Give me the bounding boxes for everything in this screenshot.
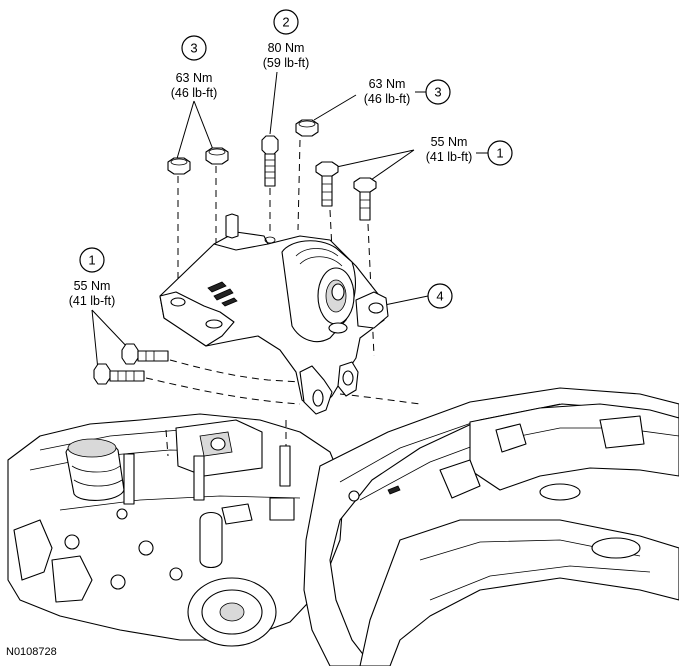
torque-nm-label: 63 Nm bbox=[176, 71, 213, 85]
callout-2: 2 80 Nm (59 lb-ft) bbox=[263, 9, 310, 135]
engine-block bbox=[7, 413, 345, 647]
figure-id-label: N0108728 bbox=[6, 646, 57, 658]
torque-nm-label: 55 Nm bbox=[74, 279, 111, 293]
callout-1-right: 1 55 Nm (41 lb-ft) bbox=[331, 135, 513, 183]
hex-nut-left-a bbox=[167, 157, 191, 296]
callout-number: 2 bbox=[282, 15, 289, 30]
callout-4: 4 bbox=[379, 283, 453, 309]
bolt-axis-line bbox=[145, 377, 301, 405]
torque-lbft-label: (41 lb-ft) bbox=[426, 150, 473, 164]
torque-nm-label: 80 Nm bbox=[268, 41, 305, 55]
callout-number: 3 bbox=[434, 85, 441, 100]
callout-number: 1 bbox=[496, 146, 503, 161]
callout-3-right: 3 63 Nm (46 lb-ft) bbox=[313, 77, 451, 121]
bolt-left-horizontal-b bbox=[121, 343, 169, 365]
callout-number: 1 bbox=[88, 253, 95, 268]
torque-lbft-label: (46 lb-ft) bbox=[364, 92, 411, 106]
stud-bolt-2 bbox=[261, 135, 279, 236]
torque-lbft-label: (46 lb-ft) bbox=[171, 86, 218, 100]
engine-mount-bracket bbox=[159, 213, 389, 415]
bolt-left-horizontal-a bbox=[93, 363, 145, 385]
torque-nm-label: 63 Nm bbox=[369, 77, 406, 91]
callout-number: 4 bbox=[436, 289, 443, 304]
callout-1-left: 1 55 Nm (41 lb-ft) bbox=[69, 247, 131, 371]
hex-nut-right bbox=[295, 119, 319, 231]
callout-3-left: 3 63 Nm (46 lb-ft) bbox=[171, 35, 218, 163]
torque-nm-label: 55 Nm bbox=[431, 135, 468, 149]
chassis-frame bbox=[303, 387, 679, 666]
bolt-axis-line bbox=[339, 393, 421, 405]
torque-lbft-label: (59 lb-ft) bbox=[263, 56, 310, 70]
torque-lbft-label: (41 lb-ft) bbox=[69, 294, 116, 308]
bolt-axis-line bbox=[169, 359, 301, 383]
callout-number: 3 bbox=[190, 41, 197, 56]
